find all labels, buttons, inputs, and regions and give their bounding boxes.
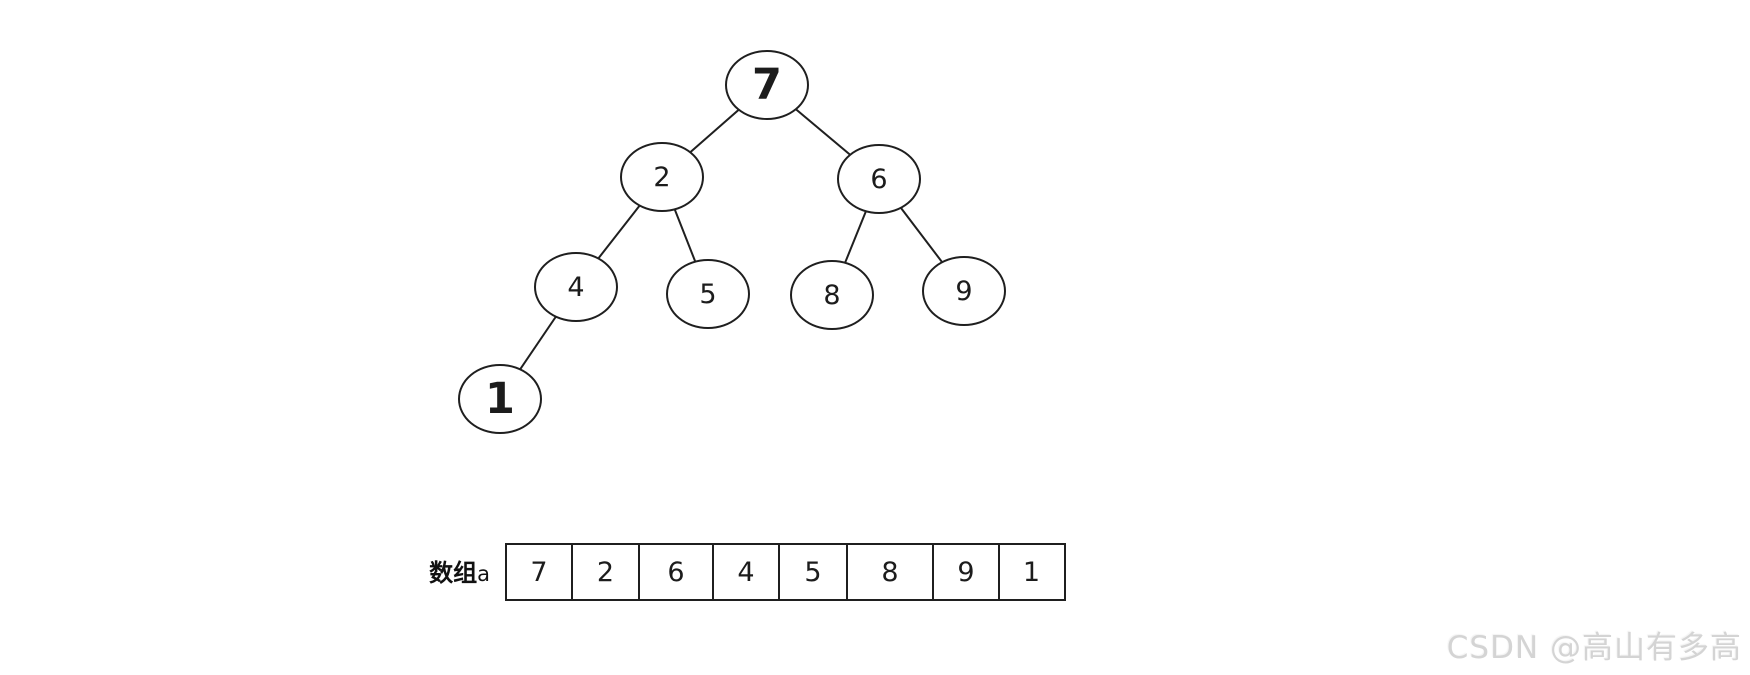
array-cell-6: 9 <box>932 543 1000 601</box>
tree-node-6: 6 <box>837 144 921 214</box>
array-cell-5: 8 <box>845 543 935 601</box>
watermark: CSDN @高山有多高 <box>1446 630 1742 666</box>
tree-node-8: 8 <box>790 260 874 330</box>
array-cell-3: 4 <box>711 543 781 601</box>
tree-node-5: 5 <box>666 259 750 329</box>
tree-node-1: 1 <box>458 364 542 434</box>
array-label-name: a <box>477 562 490 586</box>
tree-node-value: 7 <box>752 60 782 110</box>
tree-node-value: 1 <box>485 374 515 424</box>
tree-node-7: 7 <box>725 50 809 120</box>
array-a: 7 2 6 4 5 8 9 1 <box>505 543 1066 601</box>
array-cell-0: 7 <box>505 543 573 601</box>
tree-node-value: 9 <box>955 275 973 307</box>
array-cell-7: 1 <box>997 543 1066 601</box>
array-cell-2: 6 <box>638 543 714 601</box>
tree-node-4: 4 <box>534 252 618 322</box>
tree-node-value: 8 <box>823 279 841 311</box>
tree-node-value: 6 <box>870 163 888 195</box>
array-label: 数组a <box>398 557 490 589</box>
tree-node-9: 9 <box>922 256 1006 326</box>
array-cell-1: 2 <box>570 543 641 601</box>
tree-node-value: 5 <box>699 278 717 310</box>
array-cell-4: 5 <box>778 543 848 601</box>
tree-node-value: 4 <box>567 271 585 303</box>
tree-node-value: 2 <box>653 161 671 193</box>
tree-node-2: 2 <box>620 142 704 212</box>
array-label-text: 数组 <box>429 559 478 587</box>
